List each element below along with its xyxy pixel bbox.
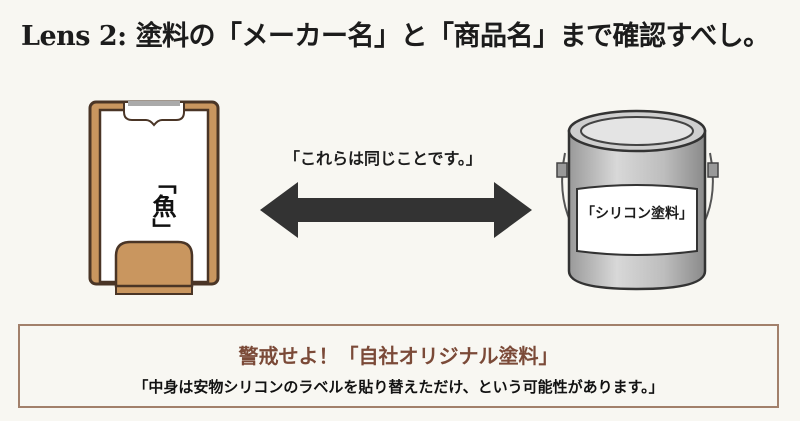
lens-label: Lens 2: — [21, 21, 127, 52]
paint-can-label: 「シリコン塗料」 — [581, 206, 693, 222]
clipboard-text: 「魚」 — [148, 170, 176, 242]
title-text: 塗料の「メーカー名」と「商品名」まで確認すべし。 — [135, 21, 771, 52]
warning-box: 警戒せよ！「自社オリジナル塗料」 「中身は安物シリコンのラベルを貼り替えただけ、… — [18, 324, 779, 408]
warning-body: 「中身は安物シリコンのラベルを貼り替えただけ、という可能性があります。」 — [133, 378, 664, 396]
arrow-caption: 「これらは同じことです。」 — [284, 149, 482, 168]
warning-title: 警戒せよ！「自社オリジナル塗料」 — [238, 344, 559, 368]
double-arrow-icon — [260, 182, 532, 238]
paint-can-icon — [556, 109, 719, 291]
page-title: Lens 2: 塗料の「メーカー名」と「商品名」まで確認すべし。 — [21, 14, 770, 53]
clipboard-icon — [88, 100, 220, 295]
